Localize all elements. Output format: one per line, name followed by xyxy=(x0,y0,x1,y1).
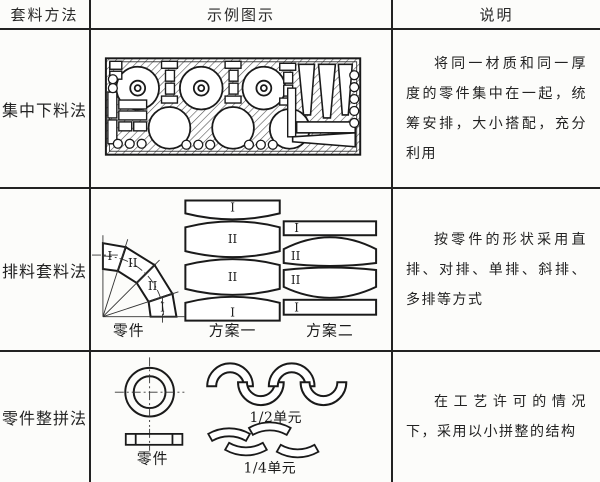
method-label: 排料套料法 xyxy=(1,261,87,281)
fan-part: I II II I 零件 xyxy=(91,235,185,340)
scheme1-mark-3: II xyxy=(228,270,238,284)
desc-text: 将同一材质和同一厚度的零件集中在一起，统筹安排，大小搭配，充分利用 xyxy=(406,55,587,162)
scheme1-mark-4: I xyxy=(230,306,235,320)
scheme1-mark-1: I xyxy=(230,200,235,214)
header-explanation: 说明 xyxy=(393,0,600,30)
desc-cell-layout: 按零件的形状采用直排、对排、单排、斜排、多排等方式 xyxy=(393,189,600,352)
scheme2-caption: 方案二 xyxy=(306,322,354,340)
part-caption: 零件 xyxy=(113,322,145,340)
disc-parts xyxy=(115,65,287,111)
method-label: 集中下料法 xyxy=(1,100,87,120)
scheme2-mark-1: I xyxy=(294,221,299,235)
part-caption: 零件 xyxy=(137,450,169,468)
nesting-scheme-drawing: I II II I 零件 I II II xyxy=(91,199,378,340)
small-circle-parts xyxy=(107,70,360,150)
ring-part: 零件 xyxy=(114,357,185,468)
ring-side-view xyxy=(124,432,184,446)
half-unit-arcs xyxy=(206,362,348,406)
scheme2-mark-2: II xyxy=(291,249,301,263)
scheme2-mark-3: II xyxy=(291,273,301,287)
centralized-blanking-drawing xyxy=(104,57,362,156)
desc-cell-assembly: 在工艺许可的情况下，采用以小拼整的结构 xyxy=(393,352,600,482)
fan-mark-4: I xyxy=(160,301,165,315)
header-explanation-label: 说明 xyxy=(479,5,514,24)
scheme2-mark-4: I xyxy=(294,301,299,315)
desc-text: 在工艺许可的情况下，采用以小拼整的结构 xyxy=(406,394,587,440)
desc-cell-centralized: 将同一材质和同一厚度的零件集中在一起，统筹安排，大小搭配，充分利用 xyxy=(393,30,600,189)
scheme1-caption: 方案一 xyxy=(209,322,257,340)
desc-text: 按零件的形状采用直排、对排、单排、斜排、多排等方式 xyxy=(406,231,587,308)
method-label: 零件整拼法 xyxy=(1,409,87,428)
figure-cell-layout: I II II I 零件 I II II xyxy=(91,189,393,352)
figure-cell-assembly: 零件 1/2单元 1/4单元 xyxy=(91,352,393,482)
quarter-unit-caption: 1/4单元 xyxy=(243,461,296,477)
round-blank-parts xyxy=(147,106,311,150)
header-illustration-label: 示例图示 xyxy=(206,5,275,24)
sheet-layout xyxy=(104,57,362,156)
method-cell-assembly: 零件整拼法 xyxy=(0,352,91,482)
quarter-unit-arcs xyxy=(207,421,320,459)
construction-lines xyxy=(91,235,185,325)
small-rect-parts xyxy=(107,60,297,145)
fan-mark-2: II xyxy=(128,256,138,270)
scheme1-stack: I II II I 方案一 xyxy=(184,199,281,340)
header-method-label: 套料方法 xyxy=(10,5,79,24)
header-method: 套料方法 xyxy=(0,0,91,30)
scheme1-mark-2: II xyxy=(228,232,238,246)
method-cell-centralized: 集中下料法 xyxy=(0,30,91,189)
fan-mark-3: II xyxy=(148,279,158,293)
part-assembly-drawing: 零件 1/2单元 1/4单元 xyxy=(114,357,348,477)
fan-mark-1: I xyxy=(108,249,113,263)
center-lines xyxy=(114,357,185,451)
method-cell-layout: 排料套料法 xyxy=(0,189,91,352)
half-unit-caption: 1/2单元 xyxy=(249,410,302,426)
figure-cell-centralized xyxy=(91,30,393,189)
scheme2-stack: I II II I 方案二 xyxy=(282,220,378,340)
header-illustration: 示例图示 xyxy=(91,0,393,30)
wedge-parts xyxy=(291,63,357,148)
